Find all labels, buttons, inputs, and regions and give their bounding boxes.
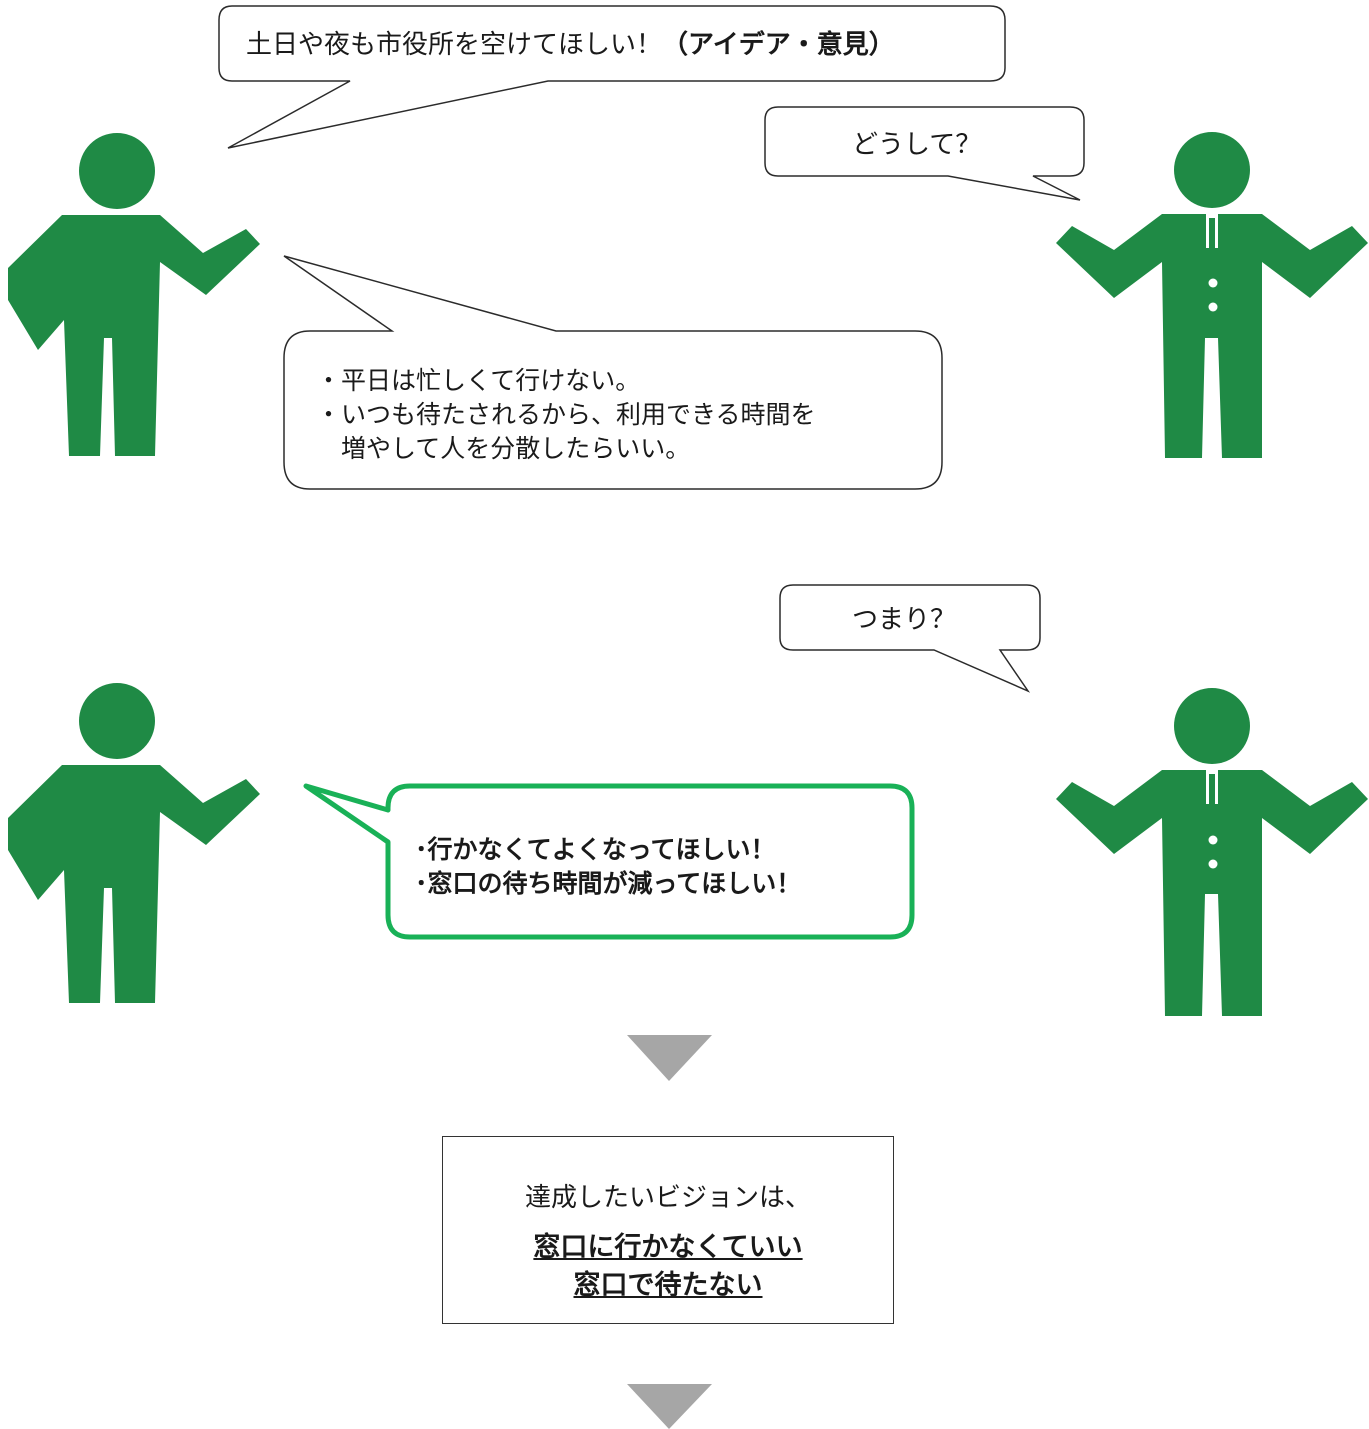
down-triangle-icon	[627, 1384, 712, 1429]
vision-line-2: 窓口で待たない	[573, 1270, 763, 1301]
speech-bubble-so	[779, 584, 1041, 693]
staff-with-tie-icon	[1056, 132, 1368, 458]
vision-box: 達成したいビジョンは、 窓口に行かなくていい 窓口で待たない	[442, 1136, 894, 1324]
need-line: ･行かなくてよくなってほしい！	[415, 835, 776, 864]
reasons-text: ・平日は忙しくて行けない。 ・いつも待たされるから、利用できる時間を 増やして人…	[316, 364, 816, 466]
vision-intro: 達成したいビジョンは、	[524, 1183, 811, 1213]
reason-line: ・平日は忙しくて行けない。	[316, 366, 641, 395]
so-text: つまり？	[852, 605, 957, 635]
reason-line: 増やして人を分散したらいい。	[341, 434, 691, 463]
speech-bubble-needs	[303, 783, 915, 940]
idea-text: 土日や夜も市役所を空けてほしい！（アイデア・意見）	[246, 28, 895, 62]
idea-text-plain: 土日や夜も市役所を空けてほしい！	[246, 30, 663, 60]
reason-line: ・いつも待たされるから、利用できる時間を	[316, 400, 816, 429]
speech-bubble-why	[764, 106, 1085, 201]
needs-text: ･行かなくてよくなってほしい！ ･窓口の待ち時間が減ってほしい！	[415, 833, 801, 901]
why-text: どうして？	[852, 130, 982, 160]
speech-bubble-idea	[218, 5, 1006, 149]
vision-statement: 窓口に行かなくていい 窓口で待たない	[443, 1229, 893, 1305]
speech-bubble-reasons	[283, 255, 943, 490]
person-icon	[8, 133, 260, 456]
person-icon	[8, 683, 260, 1003]
vision-line-1: 窓口に行かなくていい	[533, 1232, 803, 1263]
need-line: ･窓口の待ち時間が減ってほしい！	[415, 869, 802, 898]
down-triangle-icon	[627, 1035, 712, 1081]
staff-with-tie-icon	[1056, 688, 1368, 1016]
idea-text-bold: （アイデア・意見）	[662, 30, 895, 60]
